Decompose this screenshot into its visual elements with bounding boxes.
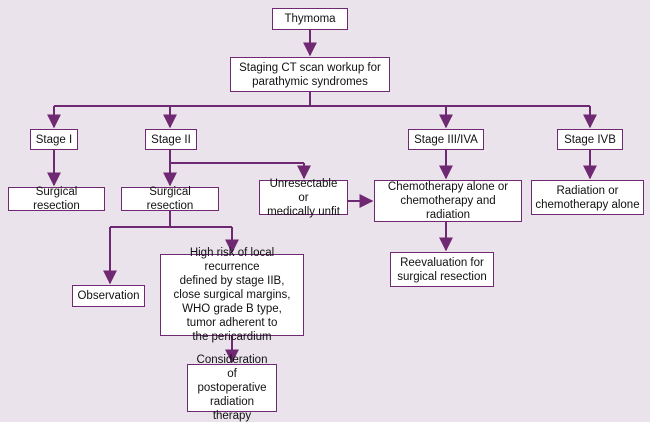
node-staging: Staging CT scan workup for parathymic sy… (230, 57, 390, 92)
node-observation: Observation (72, 285, 145, 307)
node-surgical-resection-stage2: Surgical resection (121, 186, 219, 212)
node-high-risk: High risk of local recurrence defined by… (160, 247, 304, 343)
node-radiation: Radiation or chemotherapy alone (531, 180, 644, 215)
node-stage-3-4a: Stage III/IVA (408, 129, 484, 150)
node-stage-2: Stage II (145, 129, 197, 150)
node-postop-radiation: Consideration of postoperative radiation… (187, 354, 277, 422)
node-chemotherapy: Chemotherapy alone or chemotherapy and r… (374, 180, 522, 222)
node-reevaluation: Reevaluation for surgical resection (390, 252, 494, 287)
node-stage-4b: Stage IVB (557, 129, 623, 150)
node-unresectable: Unresectable or medically unfit (259, 178, 348, 218)
node-thymoma: Thymoma (272, 8, 348, 30)
node-surgical-resection-stage1: Surgical resection (8, 186, 105, 212)
node-stage-1: Stage I (30, 129, 78, 150)
